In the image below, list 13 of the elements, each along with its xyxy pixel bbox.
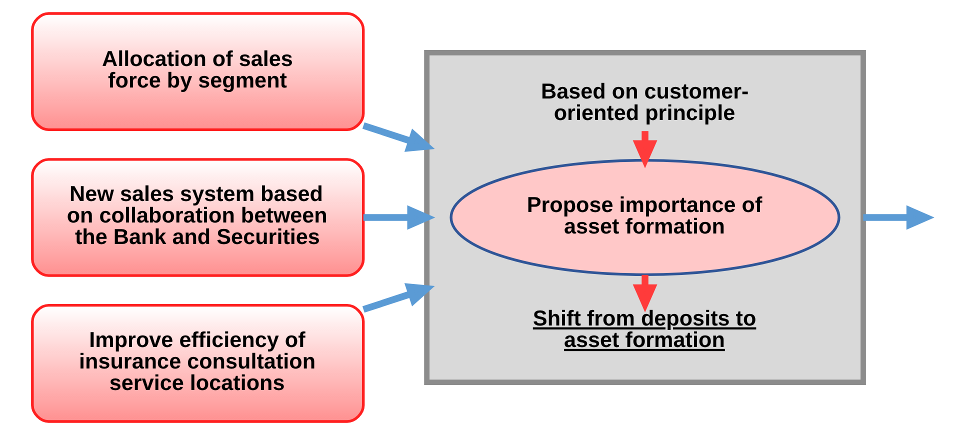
node-box: New sales system based on collaboration between the Bank and Securities	[31, 158, 365, 277]
arrow	[632, 131, 658, 168]
arrow	[362, 122, 435, 152]
arrow	[863, 205, 934, 230]
node-ellipse: Propose importance of asset formation	[450, 158, 840, 276]
arrow	[632, 274, 658, 312]
node-text: Based on customer-oriented principle	[541, 78, 749, 125]
node-box: Allocation of sales force by segment	[31, 12, 365, 132]
arrow	[362, 283, 435, 313]
node-text: Shift from deposits to asset formation	[532, 305, 756, 352]
node-box: Improve efficiency of insurance consultation service locations	[31, 304, 365, 423]
arrow	[363, 205, 436, 230]
cluster	[424, 50, 866, 385]
